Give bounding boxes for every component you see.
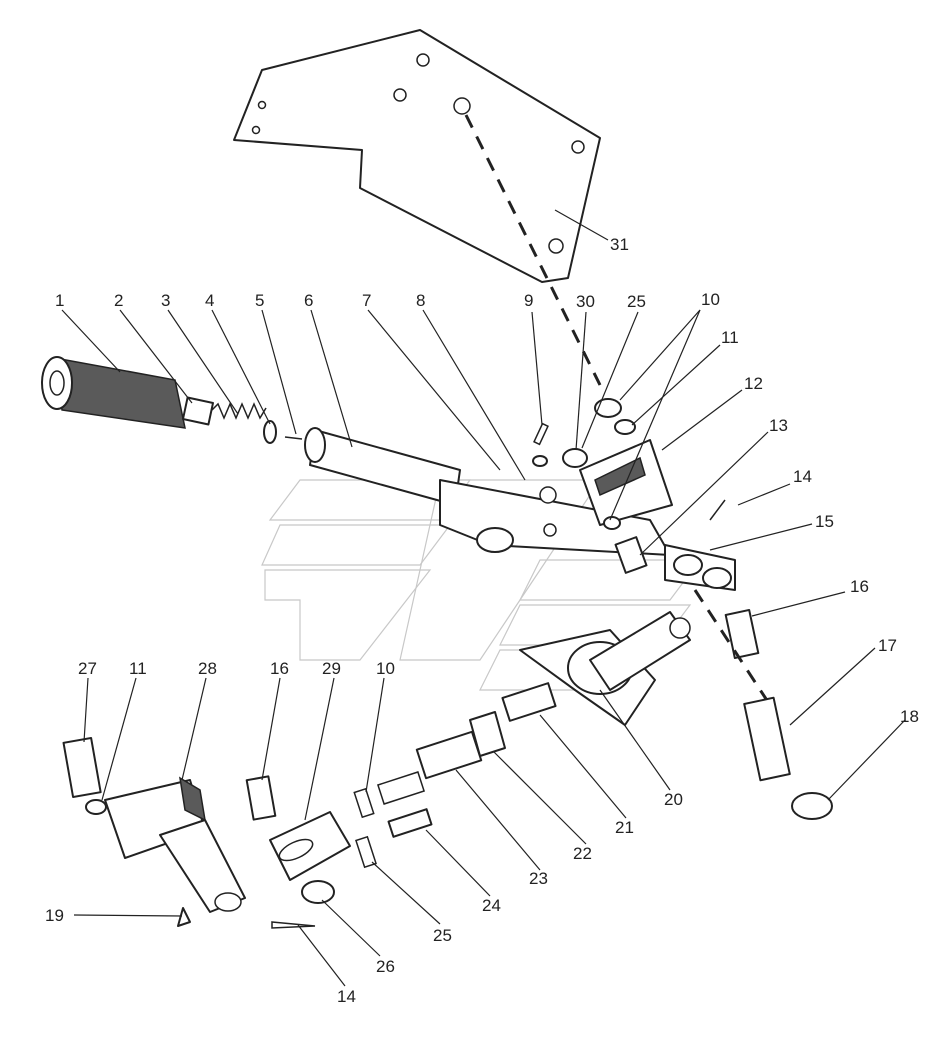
callout-labels: 1 2 3 4 5 6 7 8 9 30 25 10 11 12 13 14 1… (45, 235, 919, 1006)
leader-lines (61, 209, 906, 987)
callout-label: 24 (482, 896, 501, 915)
bracket-plate (233, 29, 602, 386)
callout-label: 30 (576, 292, 595, 311)
callout-label: 14 (337, 987, 356, 1006)
callout-label: 16 (850, 577, 869, 596)
clevis-and-bolt (614, 499, 736, 591)
callout-label: 10 (376, 659, 395, 678)
button-spring-assembly (181, 396, 303, 444)
callout-label: 25 (433, 926, 452, 945)
callout-label: 23 (529, 869, 548, 888)
callout-label: 20 (664, 790, 683, 809)
adjuster-assembly (376, 682, 557, 805)
callout-label: 17 (878, 636, 897, 655)
callout-label: 26 (376, 957, 395, 976)
callout-label: 21 (615, 818, 634, 837)
callout-label: 29 (322, 659, 341, 678)
callout-label: 2 (114, 291, 123, 310)
callout-label: 8 (416, 291, 425, 310)
callout-label: 9 (524, 291, 533, 310)
callout-label: 6 (304, 291, 313, 310)
callout-label: 12 (744, 374, 763, 393)
lever-tube (304, 427, 461, 506)
callout-label: 7 (362, 291, 371, 310)
callout-label: 4 (205, 291, 214, 310)
callout-label: 13 (769, 416, 788, 435)
callout-label: 31 (610, 235, 629, 254)
callout-label: 19 (45, 906, 64, 925)
callout-label: 5 (255, 291, 264, 310)
callout-label: 14 (793, 467, 812, 486)
callout-label: 3 (161, 291, 170, 310)
callout-label: 27 (78, 659, 97, 678)
callout-label: 10 (701, 290, 720, 309)
callout-label: 28 (198, 659, 217, 678)
callout-label: 16 (270, 659, 289, 678)
callout-label: 15 (815, 512, 834, 531)
callout-label: 22 (573, 844, 592, 863)
callout-label: 11 (721, 328, 739, 347)
rod-end-assembly (519, 611, 691, 726)
small-fasteners-upper (532, 398, 636, 530)
callout-label: 1 (55, 291, 64, 310)
callout-label: 18 (900, 707, 919, 726)
pin-rod-ring (693, 589, 833, 820)
callout-label: 11 (129, 659, 147, 678)
lower-clevis-assembly (245, 775, 433, 929)
callout-label: 25 (627, 292, 646, 311)
handle-grip (41, 356, 186, 429)
lever-arm-clamp (62, 736, 246, 927)
